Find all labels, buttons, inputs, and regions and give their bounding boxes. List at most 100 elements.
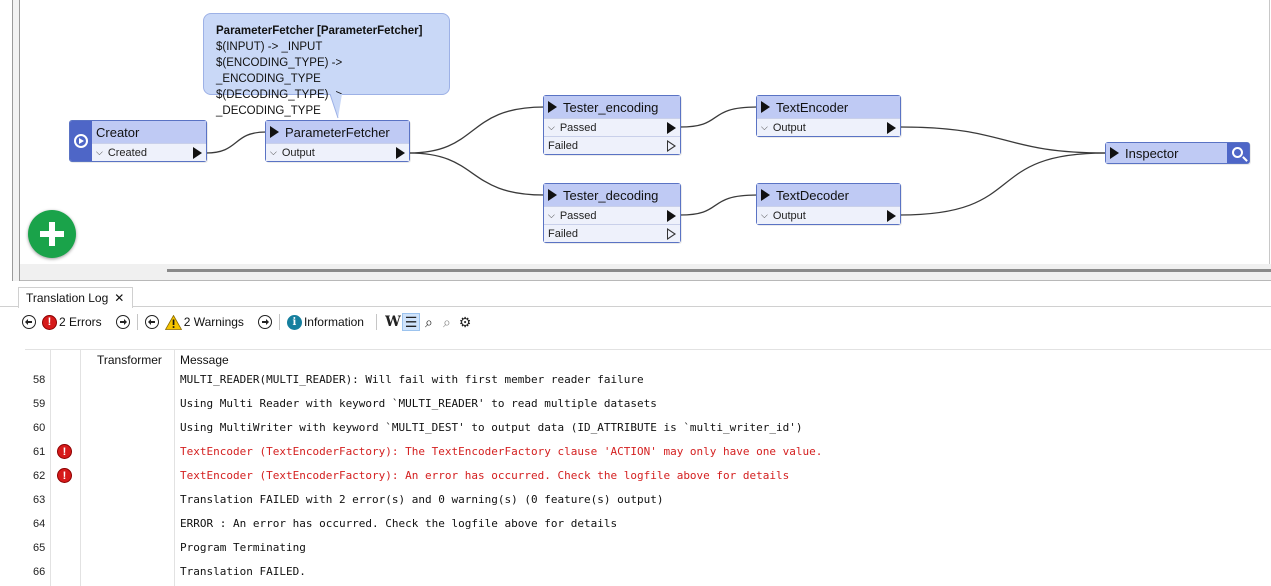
table-row[interactable]: 65 Program Terminating — [25, 536, 1271, 560]
table-row[interactable]: 63 Translation FAILED with 2 error(s) an… — [25, 488, 1271, 512]
log-table: Transformer Message 58 MULTI_READER(MULT… — [25, 349, 1271, 586]
output-port-arrow-icon[interactable] — [193, 147, 202, 159]
toolbar-divider — [136, 314, 138, 330]
wire-tester-decoding-to-decoder — [679, 194, 758, 216]
port-passed[interactable]: ⌵ Passed — [544, 118, 680, 136]
table-row[interactable]: 64 ERROR : An error has occurred. Check … — [25, 512, 1271, 536]
horizontal-scrollbar[interactable] — [167, 269, 1271, 272]
information-icon: i — [286, 314, 302, 330]
find-next-icon[interactable]: ⌕ — [443, 313, 451, 330]
column-header-transformer[interactable]: Transformer — [97, 353, 162, 367]
node-text-encoder[interactable]: TextEncoder ⌵ Output — [756, 95, 901, 137]
row-message: ERROR : An error has occurred. Check the… — [180, 517, 618, 530]
error-icon: ! — [57, 468, 72, 483]
port-passed[interactable]: ⌵ Passed — [544, 206, 680, 224]
find-icon[interactable]: ⌕ — [425, 313, 433, 330]
wire-fetcher-to-tester-encoding — [408, 106, 545, 154]
row-message: MULTI_READER(MULTI_READER): Will fail wi… — [180, 373, 644, 386]
row-line-number: 60 — [33, 422, 46, 434]
node-title: TextDecoder — [757, 184, 900, 206]
wire-encoder-to-inspector — [899, 126, 1107, 154]
connection-wires — [205, 106, 1107, 216]
table-row[interactable]: 59 Using Multi Reader with keyword `MULT… — [25, 392, 1271, 416]
input-port-arrow-icon[interactable] — [1110, 147, 1119, 159]
table-row[interactable]: 58 MULTI_READER(MULTI_READER): Will fail… — [25, 368, 1271, 392]
log-toolbar: ! 2 Errors 2 Warnings i Information W ☰ … — [0, 309, 1271, 335]
row-line-number: 64 — [33, 518, 46, 530]
table-row[interactable]: 66 Translation FAILED. — [25, 560, 1271, 584]
node-parameter-fetcher[interactable]: ParameterFetcher ⌵ Output — [265, 120, 410, 162]
row-message: Translation FAILED. — [180, 565, 306, 578]
output-port-arrow-icon[interactable] — [396, 147, 405, 159]
input-port-arrow-icon[interactable] — [548, 189, 557, 201]
row-line-number: 58 — [33, 374, 46, 386]
previous-warning-icon[interactable] — [144, 315, 159, 329]
row-line-number: 63 — [33, 494, 46, 506]
table-row[interactable]: 61 ! TextEncoder (TextEncoderFactory): T… — [25, 440, 1271, 464]
workspace-canvas[interactable]: ParameterFetcher [ParameterFetcher] $(IN… — [0, 0, 1271, 281]
numbered-list-icon[interactable]: ☰ — [401, 313, 420, 331]
settings-gear-icon[interactable]: ⚙ — [458, 313, 472, 330]
canvas-left-frame — [12, 0, 20, 281]
information-filter-button[interactable]: Information — [303, 315, 364, 329]
output-port-arrow-icon[interactable] — [667, 210, 676, 222]
output-port-arrow-icon[interactable] — [667, 122, 676, 134]
transformer-column — [81, 350, 175, 586]
add-transformer-button[interactable] — [28, 210, 76, 258]
row-message: Program Terminating — [180, 541, 306, 554]
row-line-number: 65 — [33, 542, 46, 554]
word-wrap-icon[interactable]: W — [385, 314, 401, 330]
wire-fetcher-to-tester-decoding — [408, 152, 545, 196]
node-title: Tester_decoding — [544, 184, 680, 206]
close-icon[interactable]: ✕ — [114, 291, 125, 305]
toolbar-divider — [278, 314, 280, 330]
port-output[interactable]: ⌵ Output — [266, 143, 409, 161]
output-port-arrow-icon[interactable] — [887, 122, 896, 134]
errors-filter-button[interactable]: 2 Errors — [59, 315, 102, 329]
input-port-arrow-icon[interactable] — [761, 189, 770, 201]
table-row[interactable]: 62 ! TextEncoder (TextEncoderFactory): A… — [25, 464, 1271, 488]
next-warning-icon[interactable] — [257, 315, 272, 329]
tooltip-line: $(ENCODING_TYPE) -> _ENCODING_TYPE — [216, 57, 343, 85]
output-port-arrow-icon[interactable] — [887, 210, 896, 222]
canvas-bottom-frame — [20, 264, 1271, 281]
parameter-fetcher-tooltip: ParameterFetcher [ParameterFetcher] $(IN… — [203, 13, 450, 119]
output-port-hollow-arrow-icon[interactable] — [667, 140, 676, 152]
row-message: TextEncoder (TextEncoderFactory): The Te… — [180, 445, 823, 458]
port-output[interactable]: ⌵ Output — [757, 206, 900, 224]
warning-icon — [164, 314, 182, 330]
node-text-decoder[interactable]: TextDecoder ⌵ Output — [756, 183, 901, 225]
row-message: Using MultiWriter with keyword `MULTI_DE… — [180, 421, 803, 434]
warnings-filter-button[interactable]: 2 Warnings — [183, 315, 244, 329]
previous-error-icon[interactable] — [22, 315, 36, 329]
row-line-number: 62 — [33, 470, 46, 482]
severity-column — [51, 350, 81, 586]
tab-translation-log[interactable]: Translation Log✕ — [18, 287, 134, 308]
output-port-hollow-arrow-icon[interactable] — [667, 228, 676, 240]
input-port-arrow-icon[interactable] — [761, 101, 770, 113]
node-tester-decoding[interactable]: Tester_decoding ⌵ Passed Failed — [543, 183, 681, 243]
node-title: Tester_encoding — [544, 96, 680, 118]
port-created[interactable]: ⌵ Created — [92, 143, 206, 161]
node-creator[interactable]: Creator ⌵ Created — [69, 120, 207, 162]
row-message: Using Multi Reader with keyword `MULTI_R… — [180, 397, 657, 410]
tooltip-title: ParameterFetcher [ParameterFetcher] — [216, 25, 423, 37]
next-error-icon[interactable] — [115, 315, 130, 329]
magnifier-icon[interactable] — [1227, 143, 1249, 163]
wire-creator-to-fetcher — [205, 131, 267, 154]
input-port-arrow-icon[interactable] — [548, 101, 557, 113]
column-header-message[interactable]: Message — [180, 353, 229, 367]
port-failed[interactable]: Failed — [544, 136, 680, 154]
node-inspector[interactable]: Inspector — [1105, 142, 1250, 164]
table-row[interactable]: 60 Using MultiWriter with keyword `MULTI… — [25, 416, 1271, 440]
node-tester-encoding[interactable]: Tester_encoding ⌵ Passed Failed — [543, 95, 681, 155]
node-title: TextEncoder — [757, 96, 900, 118]
port-output[interactable]: ⌵ Output — [757, 118, 900, 136]
error-icon: ! — [57, 444, 72, 459]
canvas-right-border — [1269, 0, 1270, 264]
row-line-number: 61 — [33, 446, 46, 458]
port-failed[interactable]: Failed — [544, 224, 680, 242]
chevron-down-icon: ⌵ — [270, 147, 277, 157]
wire-decoder-to-inspector — [899, 152, 1107, 216]
input-port-arrow-icon[interactable] — [270, 126, 279, 138]
